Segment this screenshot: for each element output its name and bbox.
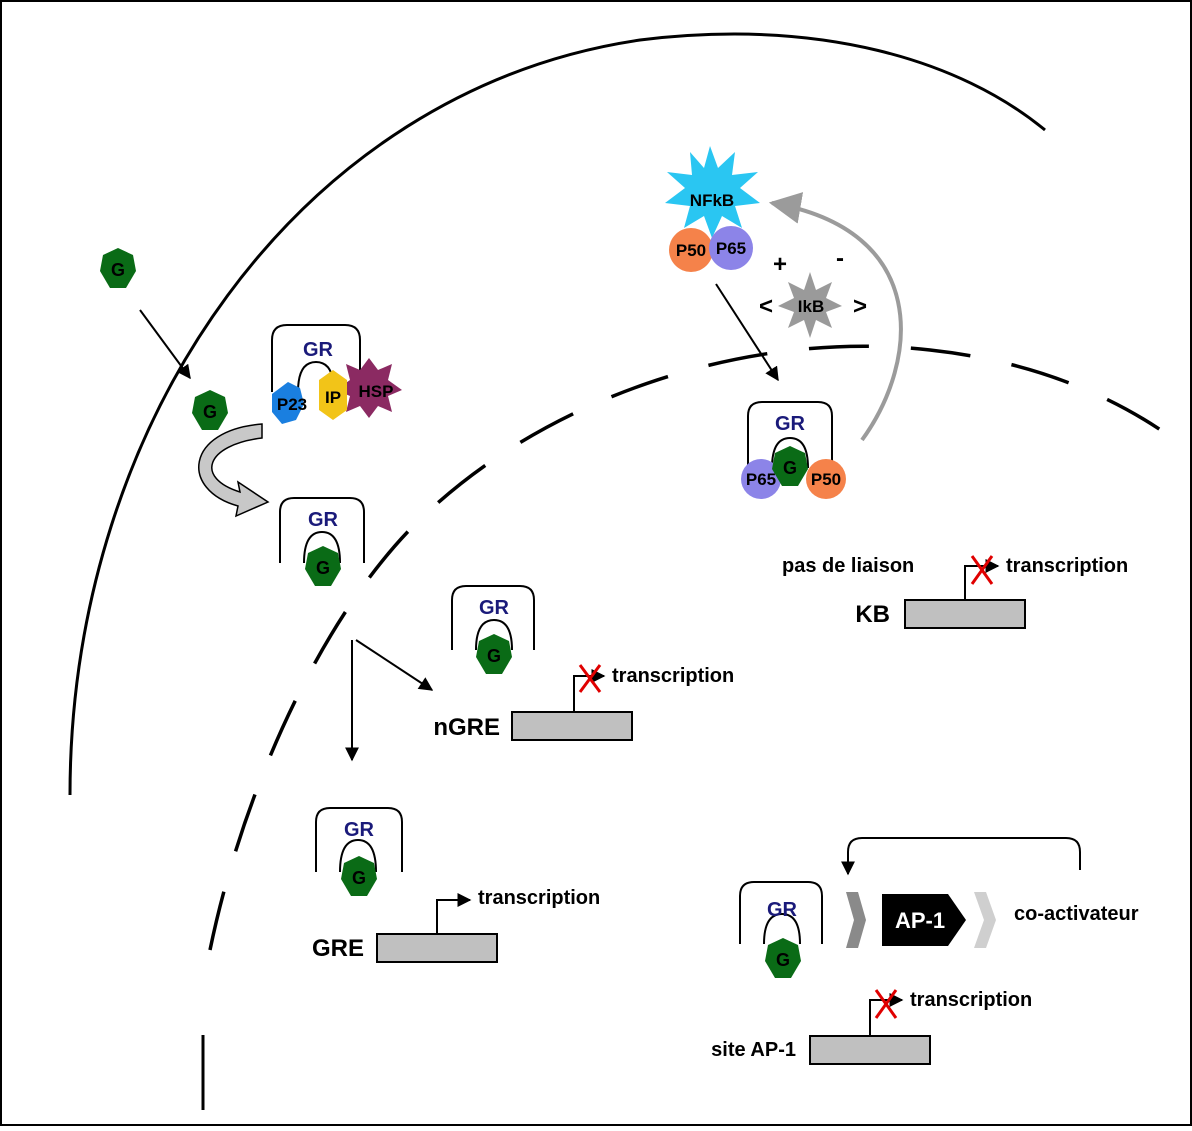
ligand-outside: G: [100, 248, 136, 288]
gr-chaperone-complex: GR HSP P23 IP: [271, 324, 402, 424]
no-binding-label: pas de liaison: [782, 555, 914, 577]
transcription-arrow: [964, 559, 1000, 600]
p50-icon: [806, 459, 846, 499]
binding-arrow-icon: [198, 423, 270, 518]
svg-text:G: G: [487, 646, 501, 666]
ngre-promoter: [511, 711, 633, 741]
ngre-transcription-label: transcription: [612, 665, 734, 687]
glucocorticoid-icon: [772, 446, 808, 486]
blocked-x-icon: [578, 664, 602, 693]
hsp-icon: [336, 358, 402, 418]
ap1-gr-complex: GR G: [739, 881, 823, 978]
transcription-arrow: [573, 669, 606, 712]
glucocorticoid-icon: [341, 856, 377, 896]
kb-promoter: [904, 599, 1026, 629]
p65-icon: [709, 226, 753, 270]
nfkb-icon: [665, 146, 760, 238]
blocked-x-icon: [970, 555, 994, 585]
gr-ligand-complex: GR G: [279, 497, 365, 586]
entry-arrow: [139, 309, 191, 380]
gre-promoter: [376, 933, 498, 963]
svg-text:P65: P65: [716, 239, 746, 258]
gr-receptor-shape: [451, 585, 535, 650]
ap1-promoter: [809, 1035, 931, 1065]
gr-receptor-shape: [279, 497, 365, 563]
svg-text:P50: P50: [811, 470, 841, 489]
cell-membrane: [68, 32, 1046, 796]
plus-sign: +: [773, 251, 787, 278]
svg-text:GR: GR: [775, 413, 806, 435]
glucocorticoid-icon: [192, 390, 228, 430]
ngre-complex: GR G: [451, 585, 535, 674]
svg-text:<: <: [759, 293, 773, 320]
svg-text:G: G: [352, 868, 366, 888]
svg-text:G: G: [111, 260, 125, 280]
kb-transcription-label: transcription: [1006, 555, 1128, 577]
ligand-inside: G: [192, 390, 228, 430]
ap1-transcription-label: transcription: [910, 989, 1032, 1011]
glucocorticoid-icon: [100, 248, 136, 288]
svg-text:GR: GR: [479, 597, 510, 619]
svg-text:P65: P65: [746, 470, 776, 489]
gr-nfkb-complex: GR P65 P50 G: [741, 401, 846, 499]
svg-text:G: G: [783, 458, 797, 478]
svg-text:IkB: IkB: [798, 297, 824, 316]
p23-icon: [272, 382, 304, 424]
gre-transcription-label: transcription: [478, 887, 600, 909]
chevron-right-icon: [846, 892, 866, 948]
svg-text:GR: GR: [767, 899, 798, 921]
ap1-block: [882, 894, 966, 946]
co-activator-label: co-activateur: [1014, 903, 1139, 925]
svg-text:AP-1: AP-1: [895, 908, 945, 933]
ip-icon: [319, 370, 347, 420]
chevron-right-icon: [974, 892, 996, 948]
svg-text:G: G: [316, 558, 330, 578]
svg-text:GR: GR: [308, 509, 339, 531]
svg-text:GR: GR: [303, 339, 334, 361]
ngre-label: nGRE: [433, 714, 500, 741]
svg-text:P23: P23: [277, 395, 307, 414]
p50-icon: [669, 228, 713, 272]
gr-receptor-shape: [747, 401, 833, 468]
glucocorticoid-icon: [765, 938, 801, 978]
nuclear-entry-arrow: [715, 283, 779, 382]
svg-text:G: G: [203, 402, 217, 422]
svg-text:IP: IP: [325, 388, 341, 407]
p65-icon: [741, 459, 781, 499]
svg-text:NFkB: NFkB: [690, 191, 734, 210]
minus-sign: -: [836, 245, 844, 272]
feedback-arrow: [768, 192, 903, 442]
gre-complex: GR G: [315, 807, 403, 896]
nfkb-complex: NFkB P50 P65: [665, 146, 760, 272]
kb-label: KB: [855, 601, 890, 628]
to-ngre-arrow: [355, 639, 434, 691]
transcription-arrow: [436, 893, 472, 934]
svg-text:>: >: [853, 293, 867, 320]
ikb-icon: [778, 272, 842, 338]
glucocorticoid-icon: [476, 634, 512, 674]
gre-label: GRE: [312, 935, 364, 962]
ap1-feedback-arrow: [841, 837, 1081, 876]
svg-text:HSP: HSP: [359, 382, 394, 401]
nuclear-envelope: [208, 344, 1177, 951]
ap1-site-label: site AP-1: [711, 1039, 796, 1061]
svg-text:GR: GR: [344, 819, 375, 841]
transcription-arrow: [869, 993, 904, 1036]
svg-text:G: G: [776, 950, 790, 970]
gr-receptor-shape: [739, 881, 823, 944]
glucocorticoid-icon: [305, 546, 341, 586]
svg-text:P50: P50: [676, 241, 706, 260]
blocked-x-icon: [874, 989, 898, 1019]
